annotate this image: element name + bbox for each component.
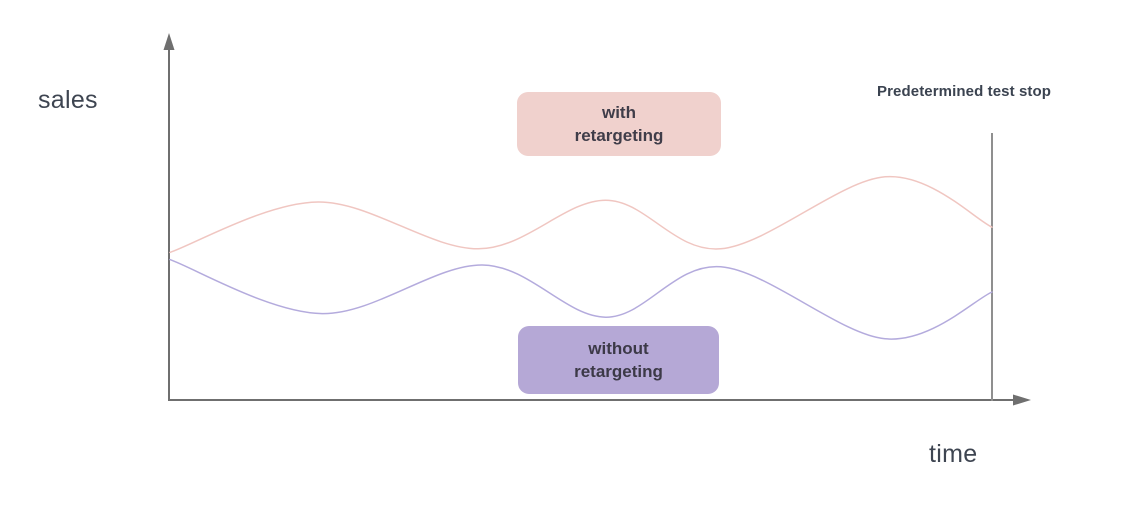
without-retargeting-curve [169,258,993,340]
y-axis-label: sales [38,86,98,114]
x-axis-arrowhead-icon [1013,394,1031,406]
y-axis-arrowhead-icon [163,33,175,50]
legend-without-retargeting: without retargeting [518,326,719,394]
legend-with-retargeting: with retargeting [517,92,721,156]
legend-without-retargeting-label: without retargeting [574,339,663,381]
with-retargeting-curve [169,176,993,254]
test-stop-label: Predetermined test stop [877,83,1052,100]
legend-with-retargeting-label: with retargeting [574,103,664,145]
x-axis-label: time [929,440,978,468]
